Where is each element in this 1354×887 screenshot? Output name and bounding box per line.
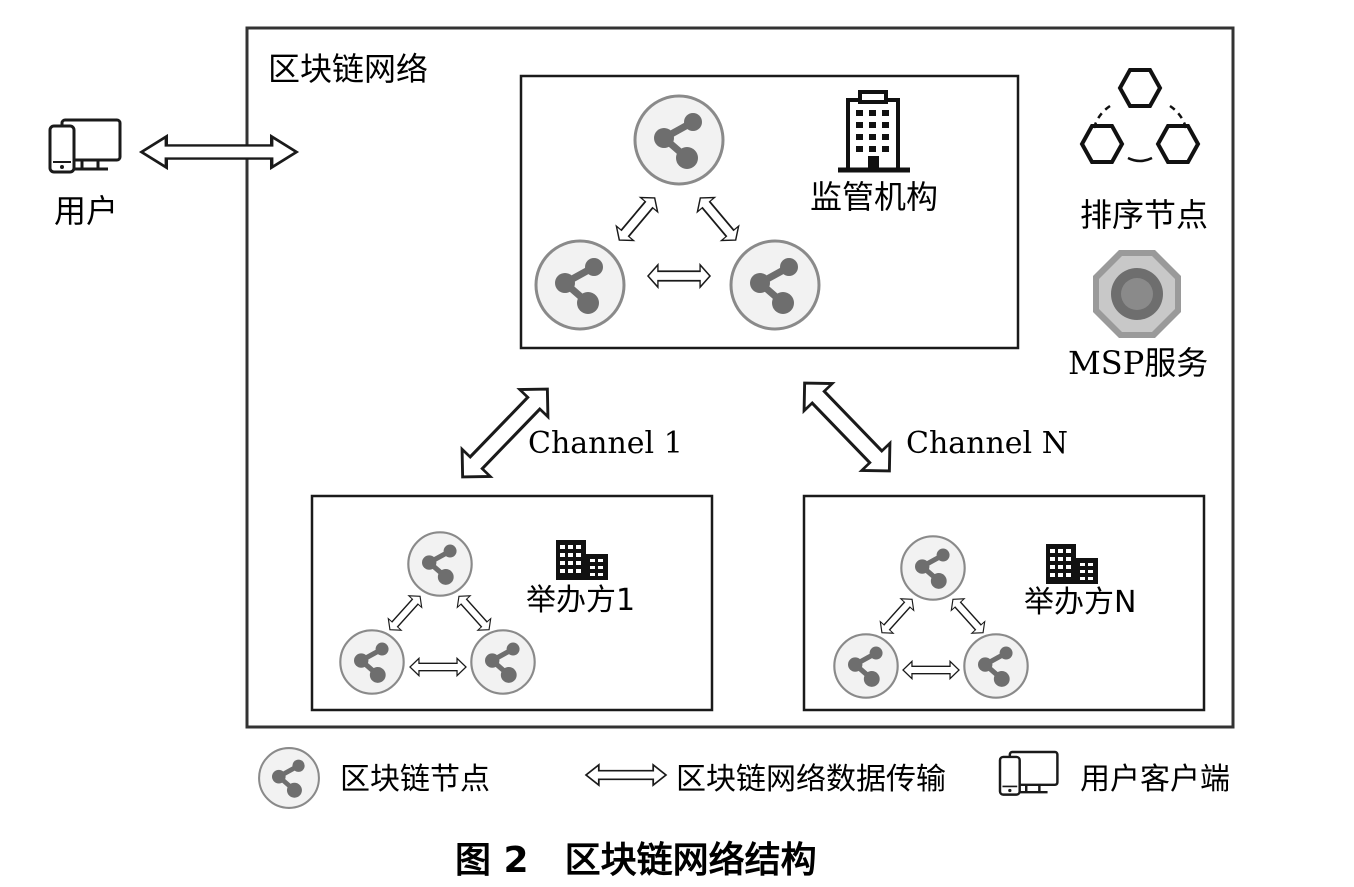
organizer-1-label: 举办方1 [526, 583, 635, 618]
network-label: 区块链网络 [268, 50, 428, 88]
channel-n-label: Channel N [906, 426, 1068, 461]
regulator-arrow-top-right [690, 189, 746, 249]
figure-caption: 图 2 区块链网络结构 [455, 839, 817, 881]
organizer-1-box [310, 494, 714, 712]
network-frame [245, 26, 1235, 729]
organizer-n-box [802, 494, 1206, 712]
organizer-n-arrow-right [945, 592, 991, 640]
organizer-n-arrow-bottom [902, 660, 960, 680]
legend-transfer-icon [585, 764, 667, 786]
regulator-label: 监管机构 [810, 178, 938, 216]
organizer-n-node-right [964, 634, 1027, 697]
channel-n-arrow [789, 368, 905, 486]
regulator-arrow-top-left [609, 189, 665, 249]
orderer-icon [1079, 68, 1201, 164]
legend-node-icon [259, 748, 319, 808]
msp-label: MSP服务 [1068, 344, 1208, 382]
organizer-n-node-left [834, 634, 897, 697]
regulator-node-right [731, 241, 819, 329]
orderer-label: 排序节点 [1080, 196, 1208, 234]
regulator-box [519, 74, 1020, 350]
organizer-1-arrow-left [382, 589, 428, 637]
organizer-1-node-left [340, 630, 403, 693]
legend-transfer-label: 区块链网络数据传输 [676, 762, 946, 797]
user-label: 用户 [54, 192, 118, 230]
organizer-1-office-icon [556, 540, 608, 580]
legend-node-label: 区块链节点 [340, 762, 490, 797]
user-client-icon [48, 118, 122, 174]
organizer-1-node-top [408, 532, 471, 595]
msp-icon [1093, 250, 1181, 338]
legend-client-label: 用户客户端 [1080, 762, 1230, 797]
legend-client-icon [998, 750, 1059, 796]
organizer-n-office-icon [1046, 544, 1098, 584]
regulator-arrow-bottom [647, 263, 711, 289]
user-network-arrow [139, 134, 299, 170]
organizer-1-arrow-right [451, 589, 497, 637]
channel-1-label: Channel 1 [528, 426, 683, 461]
organizer-n-label: 举办方N [1024, 585, 1136, 620]
organizer-n-arrow-left [874, 592, 920, 640]
regulator-node-top [635, 96, 723, 184]
organizer-n-node-top [901, 536, 964, 599]
regulator-node-left [536, 241, 624, 329]
organizer-1-arrow-bottom [409, 657, 467, 677]
organizer-1-node-right [471, 630, 534, 693]
building-icon [838, 90, 910, 173]
